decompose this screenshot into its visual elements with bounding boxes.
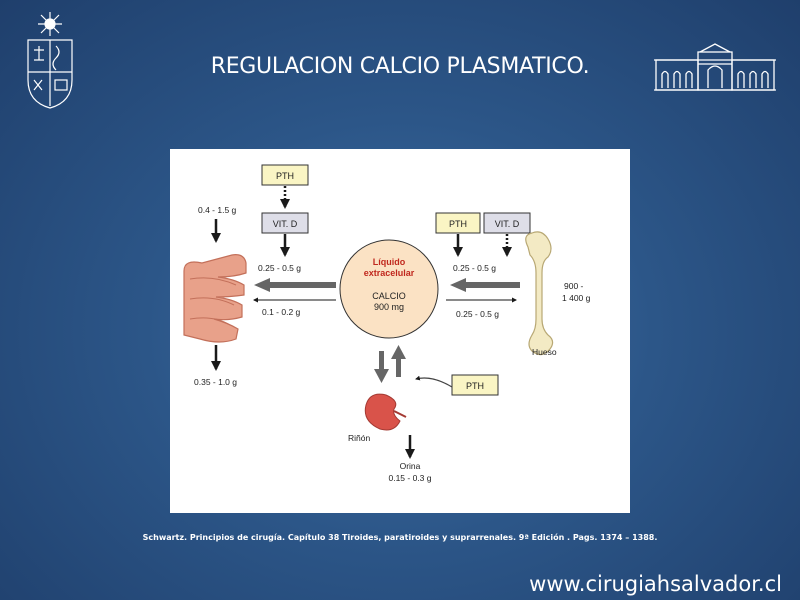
urine-amount-label: 0.15 - 0.3 g [388, 473, 431, 483]
kidney-filtration-arrow [374, 351, 389, 383]
svg-text:VIT. D: VIT. D [495, 219, 520, 229]
kidney-illustration [364, 393, 407, 431]
svg-text:VIT. D: VIT. D [273, 219, 298, 229]
pth-kidney-curved-arrow [415, 375, 453, 388]
pth-box-kidney: PTH [451, 374, 499, 396]
calcium-regulation-diagram: PTH VIT. D 0.25 - 0.5 g 0.4 - 1.5 g 0.1 … [170, 149, 630, 513]
pth-box-bone: PTH [435, 212, 481, 234]
svg-text:Líquido: Líquido [373, 257, 406, 267]
sun-icon [38, 12, 62, 36]
bone-illustration [525, 231, 554, 356]
svg-text:PTH: PTH [449, 219, 467, 229]
svg-text:extracelular: extracelular [364, 268, 415, 278]
kidney-label: Riñón [348, 433, 370, 443]
svg-text:PTH: PTH [276, 171, 294, 181]
fecal-label: 0.35 - 1.0 g [194, 377, 237, 387]
bone-release-label: 0.25 - 0.5 g [453, 263, 496, 273]
pth-box-top: PTH [261, 164, 309, 186]
urine-label: Orina [400, 461, 421, 471]
svg-text:CALCIO: CALCIO [372, 291, 406, 301]
website-link[interactable]: www.cirugiahsalvador.cl [529, 572, 782, 596]
intestine-illustration [183, 254, 247, 343]
slide-title: REGULACION CALCIO PLASMATICO. [210, 54, 590, 79]
bone-amount-label-2: 1 400 g [562, 293, 591, 303]
intake-label: 0.4 - 1.5 g [198, 205, 237, 215]
extracellular-fluid-circle: Líquido extracelular CALCIO 900 mg [339, 239, 439, 339]
hospital-building-logo [654, 43, 776, 91]
bone-amount-label-1: 900 - [564, 281, 584, 291]
vitd-box-left: VIT. D [261, 212, 309, 234]
svg-text:900 mg: 900 mg [374, 302, 404, 312]
bone-label: Hueso [532, 347, 557, 357]
svg-text:PTH: PTH [466, 381, 484, 391]
bone-deposit-label: 0.25 - 0.5 g [456, 309, 499, 319]
absorption-label: 0.25 - 0.5 g [258, 263, 301, 273]
citation-text: Schwartz. Principios de cirugía. Capítul… [142, 533, 658, 542]
kidney-reabsorption-arrow [391, 345, 406, 377]
secretion-label: 0.1 - 0.2 g [262, 307, 301, 317]
university-crest-logo [27, 12, 73, 109]
vitd-box-bone: VIT. D [483, 212, 531, 234]
absorption-arrow [254, 278, 336, 292]
bone-release-arrow [450, 278, 520, 292]
